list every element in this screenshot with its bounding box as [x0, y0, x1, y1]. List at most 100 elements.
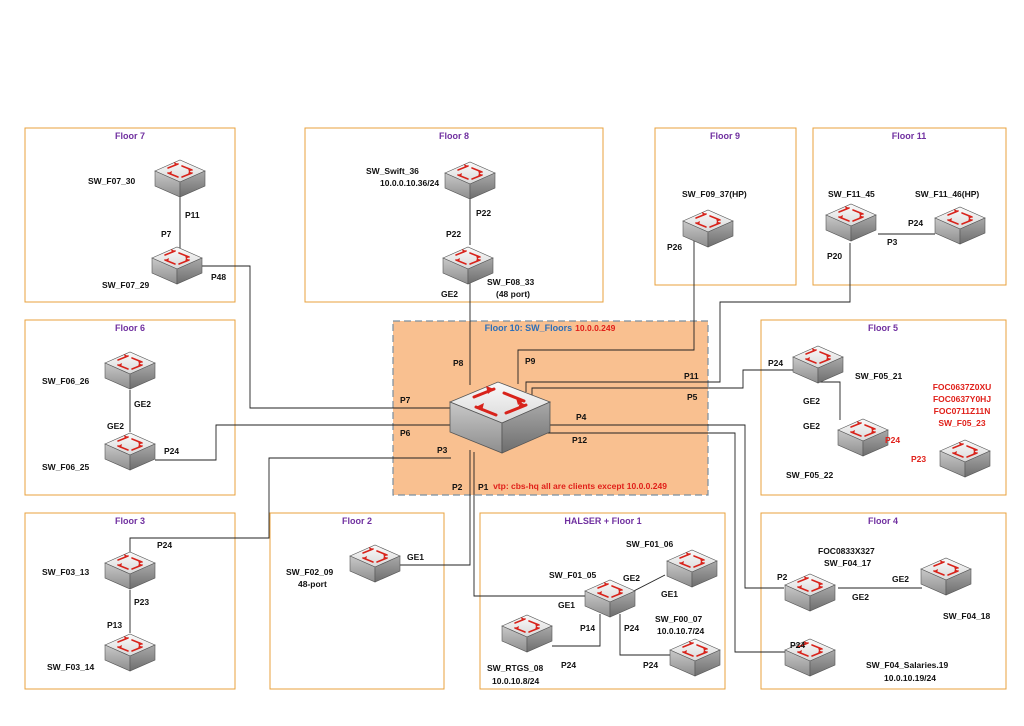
port-label: GE1 — [661, 589, 678, 599]
label-sw-f02-09: SW_F02_09 — [286, 567, 334, 577]
label-sw-f04-17-serial: FOC0833X327 — [818, 546, 875, 556]
switch-sw-f06-25[interactable] — [104, 432, 156, 471]
cable-f01-to-core — [473, 452, 587, 597]
port-label: P24 — [885, 435, 900, 445]
port-label: GE2 — [623, 573, 640, 583]
port-label: P9 — [525, 356, 536, 366]
port-label: GE2 — [892, 574, 909, 584]
label-sw-f01-05: SW_F01_05 — [549, 570, 597, 580]
port-label: P12 — [572, 435, 587, 445]
zone-floor-5 — [760, 319, 1007, 496]
switch-sw-f07-30[interactable] — [154, 159, 206, 198]
cable-f09-to-core — [517, 240, 695, 384]
port-label: GE1 — [558, 600, 575, 610]
port-label: P1 — [478, 482, 489, 492]
switch-sw-f06-26[interactable] — [104, 351, 156, 390]
switch-sw-f11-45[interactable] — [825, 203, 877, 242]
label-serial-3: FOC0711Z11N — [934, 406, 991, 416]
port-label: P14 — [580, 623, 595, 633]
label-sw-f01-06: SW_F01_06 — [626, 539, 674, 549]
label-sw-f00-07: SW_F00_07 — [655, 614, 703, 624]
label-sw-f00-07-ip: 10.0.10.7/24 — [657, 626, 705, 636]
port-label: P23 — [134, 597, 149, 607]
port-label: GE1 — [407, 552, 424, 562]
switch-sw-f05-23[interactable] — [939, 439, 991, 478]
cable-core-to-f04-17 — [549, 424, 784, 589]
switch-sw-f11-46[interactable] — [934, 206, 986, 245]
label-sw-f11-46: SW_F11_46(HP) — [915, 189, 979, 199]
switch-sw-f07-29[interactable] — [151, 246, 203, 285]
switch-sw-f05-21[interactable] — [792, 345, 844, 384]
switch-sw-f02-09[interactable] — [349, 544, 401, 583]
label-sw-f05-23: SW_F05_23 — [938, 418, 986, 428]
port-label: P24 — [157, 540, 172, 550]
port-label: P2 — [452, 482, 463, 492]
switch-sw-f01-05[interactable] — [584, 579, 636, 618]
switch-sw-f05-22[interactable] — [837, 418, 889, 457]
switch-sw-f09-37[interactable] — [682, 209, 734, 248]
switch-sw-f03-13[interactable] — [104, 551, 156, 590]
port-label: P24 — [643, 660, 658, 670]
port-label: GE2 — [852, 592, 869, 602]
switch-sw-f08-33[interactable] — [442, 246, 494, 285]
label-sw-rtgs-08-ip: 10.0.10.8/24 — [492, 676, 540, 686]
zone-title-floor-11: Floor 11 — [892, 131, 927, 141]
zone-floor-6 — [24, 319, 236, 496]
port-label: P3 — [887, 237, 898, 247]
port-label: P24 — [624, 623, 639, 633]
zone-floor-4 — [760, 512, 1007, 690]
port-label: P7 — [161, 229, 172, 239]
port-label: GE2 — [803, 421, 820, 431]
zone-title-floor-5: Floor 5 — [868, 323, 898, 333]
cable-f11-to-core — [525, 243, 851, 392]
label-sw-f05-21: SW_F05_21 — [855, 371, 903, 381]
port-label: P13 — [107, 620, 122, 630]
cable-f07-29-to-core — [200, 265, 451, 409]
label-sw-f05-22: SW_F05_22 — [786, 470, 834, 480]
port-label: P24 — [164, 446, 179, 456]
cable-f02-to-core — [400, 450, 471, 566]
zone-floor-8 — [304, 127, 604, 303]
cable-f03-to-core — [129, 457, 451, 555]
port-label: P11 — [185, 210, 200, 220]
port-label: GE2 — [134, 399, 151, 409]
label-sw-f09-37: SW_F09_37(HP) — [682, 189, 747, 199]
switch-sw-f04-17[interactable] — [784, 573, 836, 612]
port-label: P24 — [768, 358, 783, 368]
cable-f01-05-to-rtgs — [552, 614, 601, 647]
switch-sw-rtgs-08[interactable] — [501, 614, 553, 653]
port-label: P11 — [684, 371, 699, 381]
zone-title-floor-4: Floor 4 — [868, 516, 898, 526]
switch-sw-f01-06[interactable] — [666, 549, 718, 588]
cable-f05-21-to-22 — [818, 381, 841, 420]
zone-title-floor-1: HALSER + Floor 1 — [564, 516, 641, 526]
cable-f05-to-core — [531, 369, 793, 400]
switch-sw-f00-07[interactable] — [669, 638, 721, 677]
label-sw-f03-14: SW_F03_14 — [47, 662, 95, 672]
port-label: P24 — [908, 218, 923, 228]
vtp-note: vtp: cbs-hq all are clients except 10.0.… — [493, 481, 667, 491]
label-sw-f04-salaries-ip: 10.0.10.19/24 — [884, 673, 936, 683]
label-sw-swift-36-ip: 10.0.0.10.36/24 — [380, 178, 439, 188]
port-label: P23 — [911, 454, 926, 464]
zone-floor-1-halser — [479, 512, 726, 690]
port-label: P22 — [476, 208, 491, 218]
port-label: P3 — [437, 445, 448, 455]
switch-sw-swift-36[interactable] — [444, 161, 496, 200]
zone-title-floor-3: Floor 3 — [115, 516, 145, 526]
label-sw-f07-30: SW_F07_30 — [88, 176, 136, 186]
switch-sw-f04-18[interactable] — [920, 557, 972, 596]
label-sw-f07-29: SW_F07_29 — [102, 280, 150, 290]
label-sw-f11-45: SW_F11_45 — [828, 189, 875, 199]
switch-sw-f03-14[interactable] — [104, 633, 156, 672]
cable-f06-to-core — [155, 424, 451, 461]
zone-title-floor-9: Floor 9 — [710, 131, 740, 141]
zone-floor-9 — [654, 127, 797, 286]
label-sw-f02-09-note: 48-port — [298, 579, 327, 589]
port-label: GE2 — [107, 421, 124, 431]
label-sw-rtgs-08: SW_RTGS_08 — [487, 663, 543, 673]
label-sw-f04-18: SW_F04_18 — [943, 611, 991, 621]
port-label: P24 — [561, 660, 576, 670]
